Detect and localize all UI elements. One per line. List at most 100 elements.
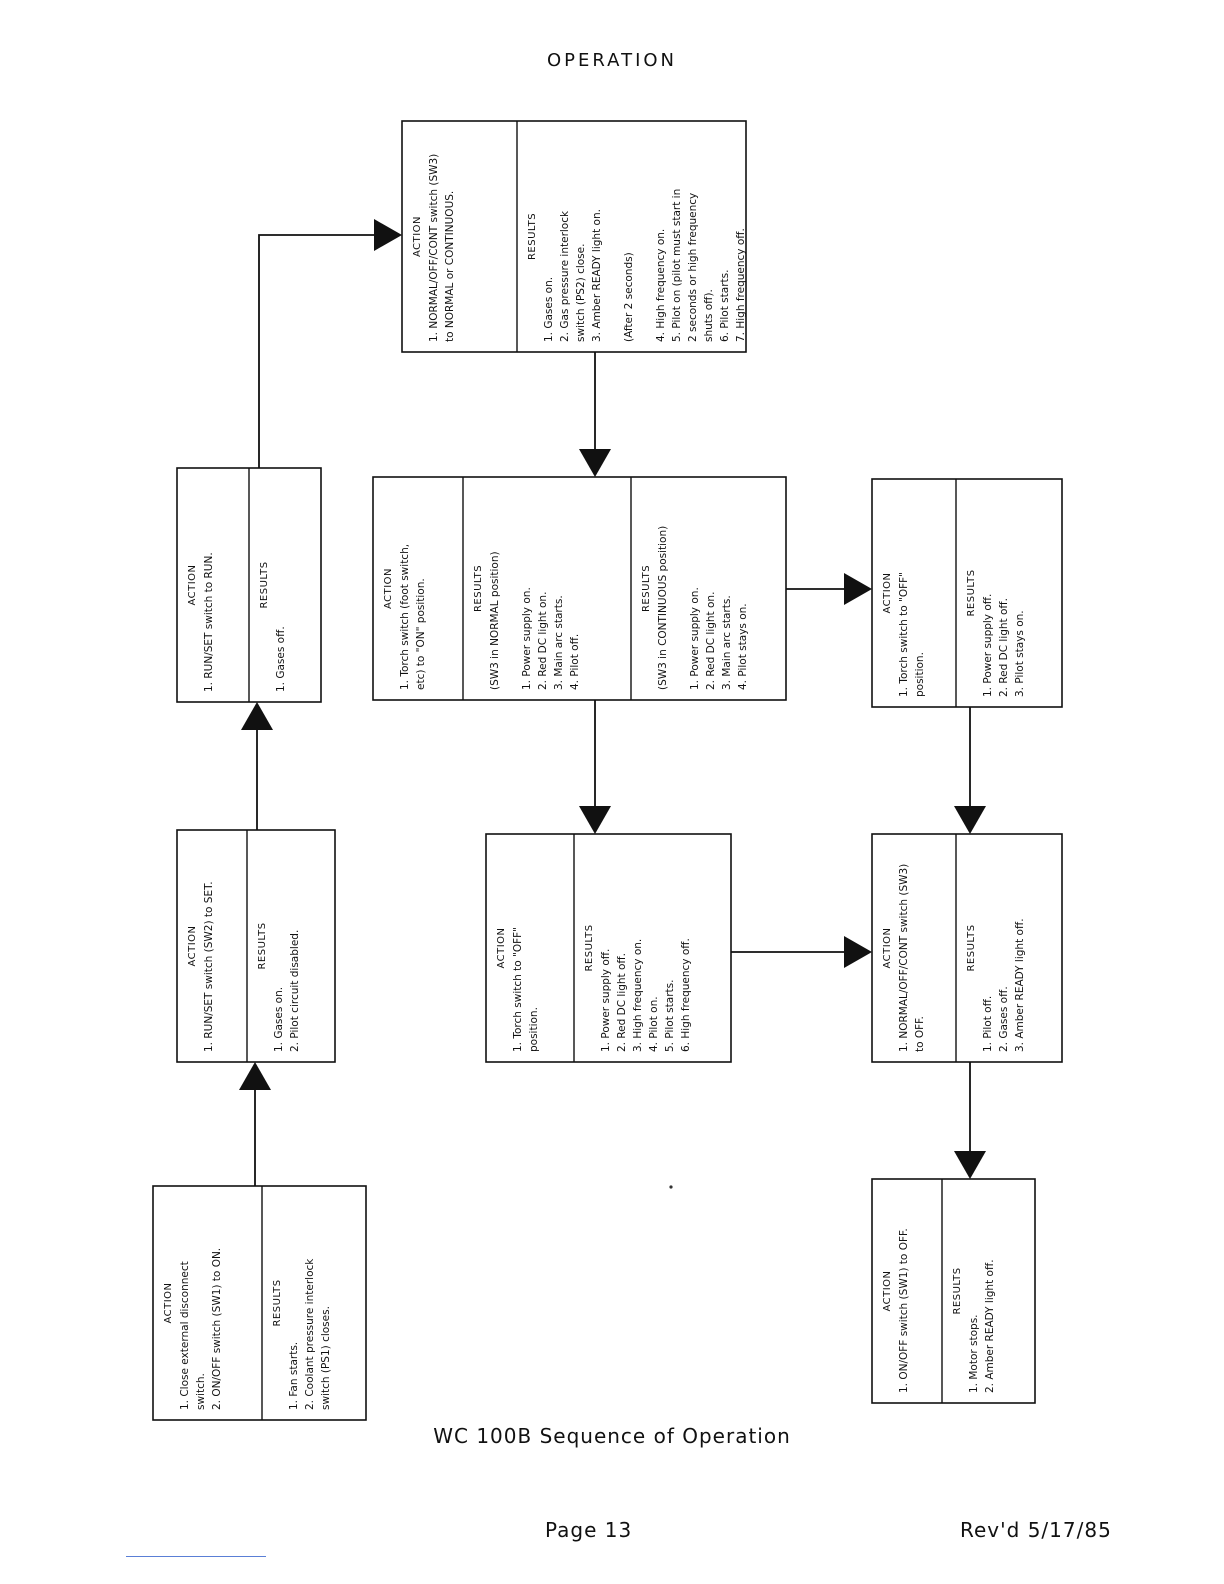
section-title: ACTION [882, 927, 893, 968]
arrow-box-6-to-box-8 [731, 936, 872, 968]
section-line: 1. NORMAL/OFF/CONT switch (SW3) [898, 864, 910, 1052]
page-header: OPERATION [546, 50, 678, 71]
section-line: position. [914, 652, 926, 697]
arrowhead [579, 806, 611, 834]
section-line: 2. Pilot circuit disabled. [289, 930, 301, 1052]
arrowhead [844, 936, 872, 968]
arrowhead [374, 219, 402, 251]
step-box-border [871, 478, 1063, 708]
section-line: 4. High frequency on. [655, 229, 667, 342]
arrowhead [954, 1151, 986, 1179]
connectors-layer [239, 219, 986, 1186]
section-title: ACTION [383, 568, 394, 609]
section-line: 1. Gases on. [273, 987, 285, 1052]
section-title: RESULTS [966, 569, 977, 616]
section-line: to OFF. [914, 1016, 926, 1052]
section-title: RESULTS [259, 561, 270, 608]
section-line: 3. Amber READY light off. [1014, 918, 1026, 1052]
section-line: 2. Red DC light on. [705, 592, 717, 690]
arrowhead [954, 806, 986, 834]
arrow-box-4-to-box-5 [579, 352, 611, 477]
section-line: (SW3 in CONTINUOUS position) [657, 526, 669, 690]
section-line: to NORMAL or CONTINUOUS. [444, 191, 456, 342]
arrowhead [844, 573, 872, 605]
section-title: RESULTS [257, 922, 268, 969]
section-line: 2. Red DC light on. [537, 592, 549, 690]
section-line: 1. Power supply on. [521, 587, 533, 690]
arrow-box-5-to-box-7 [786, 573, 872, 605]
section-line: 5. Pilot starts. [664, 980, 676, 1052]
section-line: 1. Pilot off. [982, 996, 994, 1052]
section-line: position. [528, 1007, 540, 1052]
page-number: Page 13 [545, 1518, 633, 1542]
section-line: 1. NORMAL/OFF/CONT switch (SW3) [428, 154, 440, 342]
arrow-box-3-to-box-4 [258, 219, 402, 468]
scan-speck [669, 1185, 673, 1189]
section-line: 3. High frequency on. [632, 939, 644, 1052]
section-line: (SW3 in NORMAL position) [489, 551, 501, 690]
section-title: RESULTS [952, 1267, 963, 1314]
section-line: 1. Fan starts. [288, 1342, 300, 1410]
arrow-box-5-to-box-6 [579, 700, 611, 834]
arrow-box-1-to-box-2 [239, 1062, 271, 1186]
arrow-box-2-to-box-3 [241, 702, 273, 830]
section-line: etc) to "ON" position. [415, 578, 427, 690]
section-line: 1. RUN/SET switch to RUN. [203, 552, 215, 692]
step-box-border [372, 476, 787, 701]
section-line: 3. Main arc starts. [553, 595, 565, 690]
step-box-9: ACTION 1. ON/OFF switch (SW1) to OFF. RESU… [871, 1178, 1036, 1404]
step-box-8: ACTION 1. NORMAL/OFF/CONT switch (SW3) to… [871, 833, 1063, 1063]
arrowhead [241, 702, 273, 730]
section-line: 4. Pilot off. [569, 634, 581, 690]
section-line: 2. Red DC light off. [998, 598, 1010, 697]
section-line: 2. Coolant pressure interlock [304, 1258, 316, 1410]
step-box-border [871, 833, 1063, 1063]
section-line: shuts off). [703, 289, 715, 342]
step-box-border [401, 120, 747, 353]
section-line: 2. Amber READY light off. [984, 1259, 996, 1393]
section-line: 7. High frequency off. [735, 228, 747, 342]
section-line: 1. Power supply off. [600, 949, 612, 1052]
section-title: ACTION [496, 927, 507, 968]
section-title: RESULTS [272, 1279, 283, 1326]
section-line: 1. Torch switch to "OFF" [512, 927, 524, 1052]
section-title: ACTION [882, 572, 893, 613]
section-line: 3. Amber READY light on. [591, 209, 603, 342]
step-box-6: ACTION 1. Torch switch to "OFF" position.… [485, 833, 732, 1063]
arrow-box-8-to-box-9 [954, 1062, 986, 1179]
section-line: 2. ON/OFF switch (SW1) to ON. [211, 1248, 223, 1410]
section-line: 1. RUN/SET switch (SW2) to SET. [203, 881, 215, 1052]
step-box-7: ACTION 1. Torch switch to "OFF" position.… [871, 478, 1063, 708]
footer-rule [126, 1556, 266, 1557]
section-line: 1. Gases off. [275, 626, 287, 692]
section-line: 1. ON/OFF switch (SW1) to OFF. [898, 1228, 910, 1393]
section-line: 3. Main arc starts. [721, 595, 733, 690]
section-line: 3. Pilot stays on. [1014, 610, 1026, 697]
section-line: 1. Motor stops. [968, 1314, 980, 1393]
section-line: 1. Gases on. [543, 277, 555, 342]
section-line: 5. Pilot on (pilot must start in [671, 189, 683, 342]
section-line: 1. Power supply off. [982, 594, 994, 697]
section-title: ACTION [412, 216, 423, 257]
section-title: ACTION [187, 564, 198, 605]
step-box-border [176, 829, 336, 1063]
connector-line [258, 234, 374, 468]
section-title: RESULTS [527, 213, 538, 260]
step-box-4: ACTION 1. NORMAL/OFF/CONT switch (SW3) to… [401, 120, 747, 353]
section-title: ACTION [163, 1282, 174, 1323]
section-line: switch (PS2) close. [575, 244, 587, 342]
section-line: (After 2 seconds) [623, 252, 635, 342]
section-line: switch. [195, 1373, 207, 1410]
section-line: 2. Gases off. [998, 986, 1010, 1052]
section-line: 2. Red DC light off. [616, 953, 628, 1052]
step-box-border [485, 833, 732, 1063]
section-title: RESULTS [584, 924, 595, 971]
step-box-3: ACTION 1. RUN/SET switch to RUN. RESULTS 1.… [176, 467, 322, 703]
section-title: ACTION [882, 1270, 893, 1311]
section-line: 1. Torch switch to "OFF" [898, 572, 910, 697]
revision-date: Rev'd 5/17/85 [960, 1518, 1112, 1542]
